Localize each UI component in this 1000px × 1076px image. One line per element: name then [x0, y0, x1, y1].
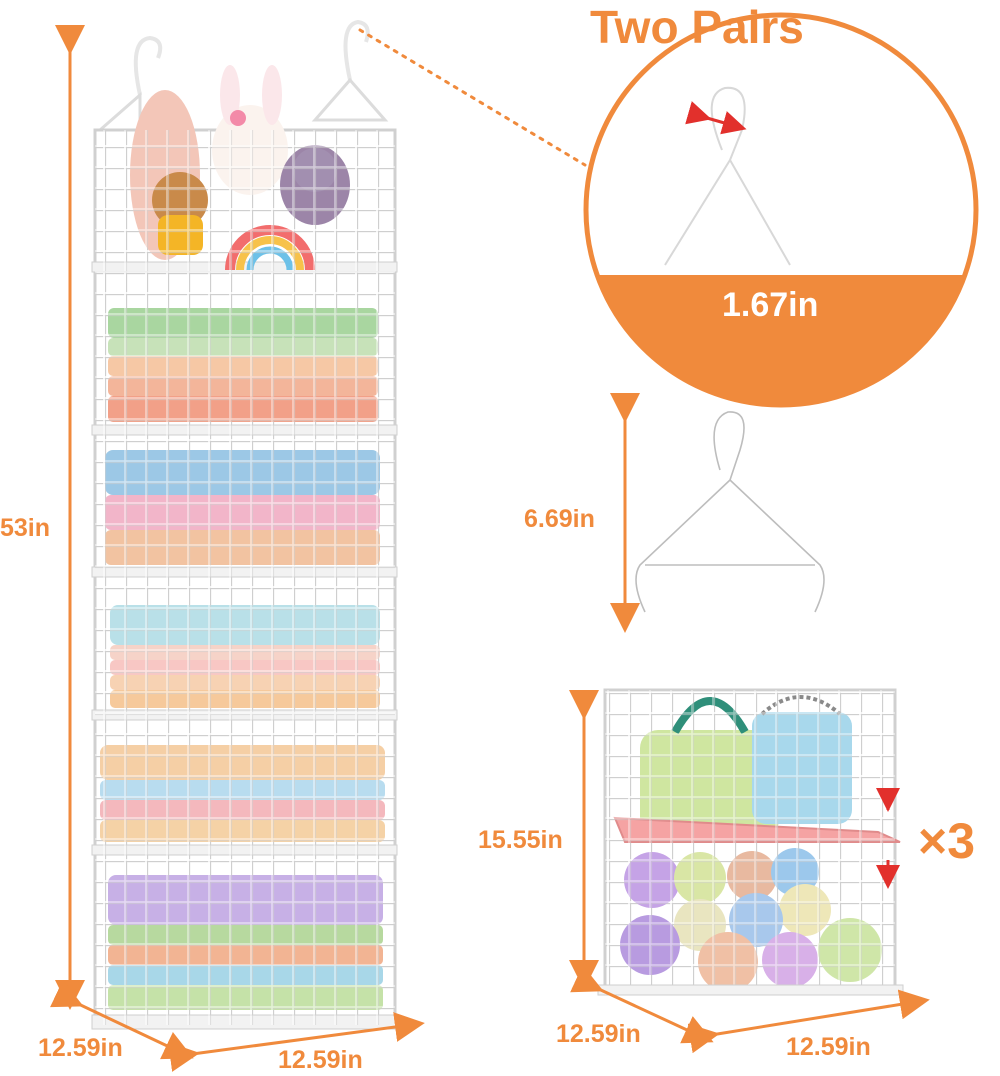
hanger-height-label: 6.69in: [524, 505, 595, 533]
hook-gap-arrow: [685, 101, 747, 135]
hanger-illustration: [630, 406, 830, 618]
detail-pointer: [358, 28, 587, 167]
tower-width-arrow: [168, 1012, 425, 1072]
tower-height-label: 53in: [0, 514, 51, 542]
cube-width-label: 12.59in: [786, 1033, 871, 1061]
tower-hook-right: [343, 19, 370, 81]
hanging-organizer-tower: [91, 19, 398, 1030]
tower-depth-label: 12.59in: [38, 1034, 123, 1062]
cube-height-label: 15.55in: [478, 826, 563, 854]
cube-quantity-label: ×3: [918, 813, 976, 869]
tower-hook-left: [133, 35, 163, 96]
hook-size-label: 1.67in: [722, 286, 819, 324]
single-cube-illustration: [597, 688, 904, 996]
tower-depth-arrow: [50, 980, 194, 1060]
tower-width-label: 12.59in: [278, 1046, 363, 1074]
cube-depth-label: 12.59in: [556, 1020, 641, 1048]
hook-detail-circle: [583, 12, 979, 408]
title-two-pairs: Two Pairs: [590, 1, 804, 53]
cube-width-arrow: [687, 989, 930, 1054]
cube-depth-arrow: [570, 965, 714, 1044]
